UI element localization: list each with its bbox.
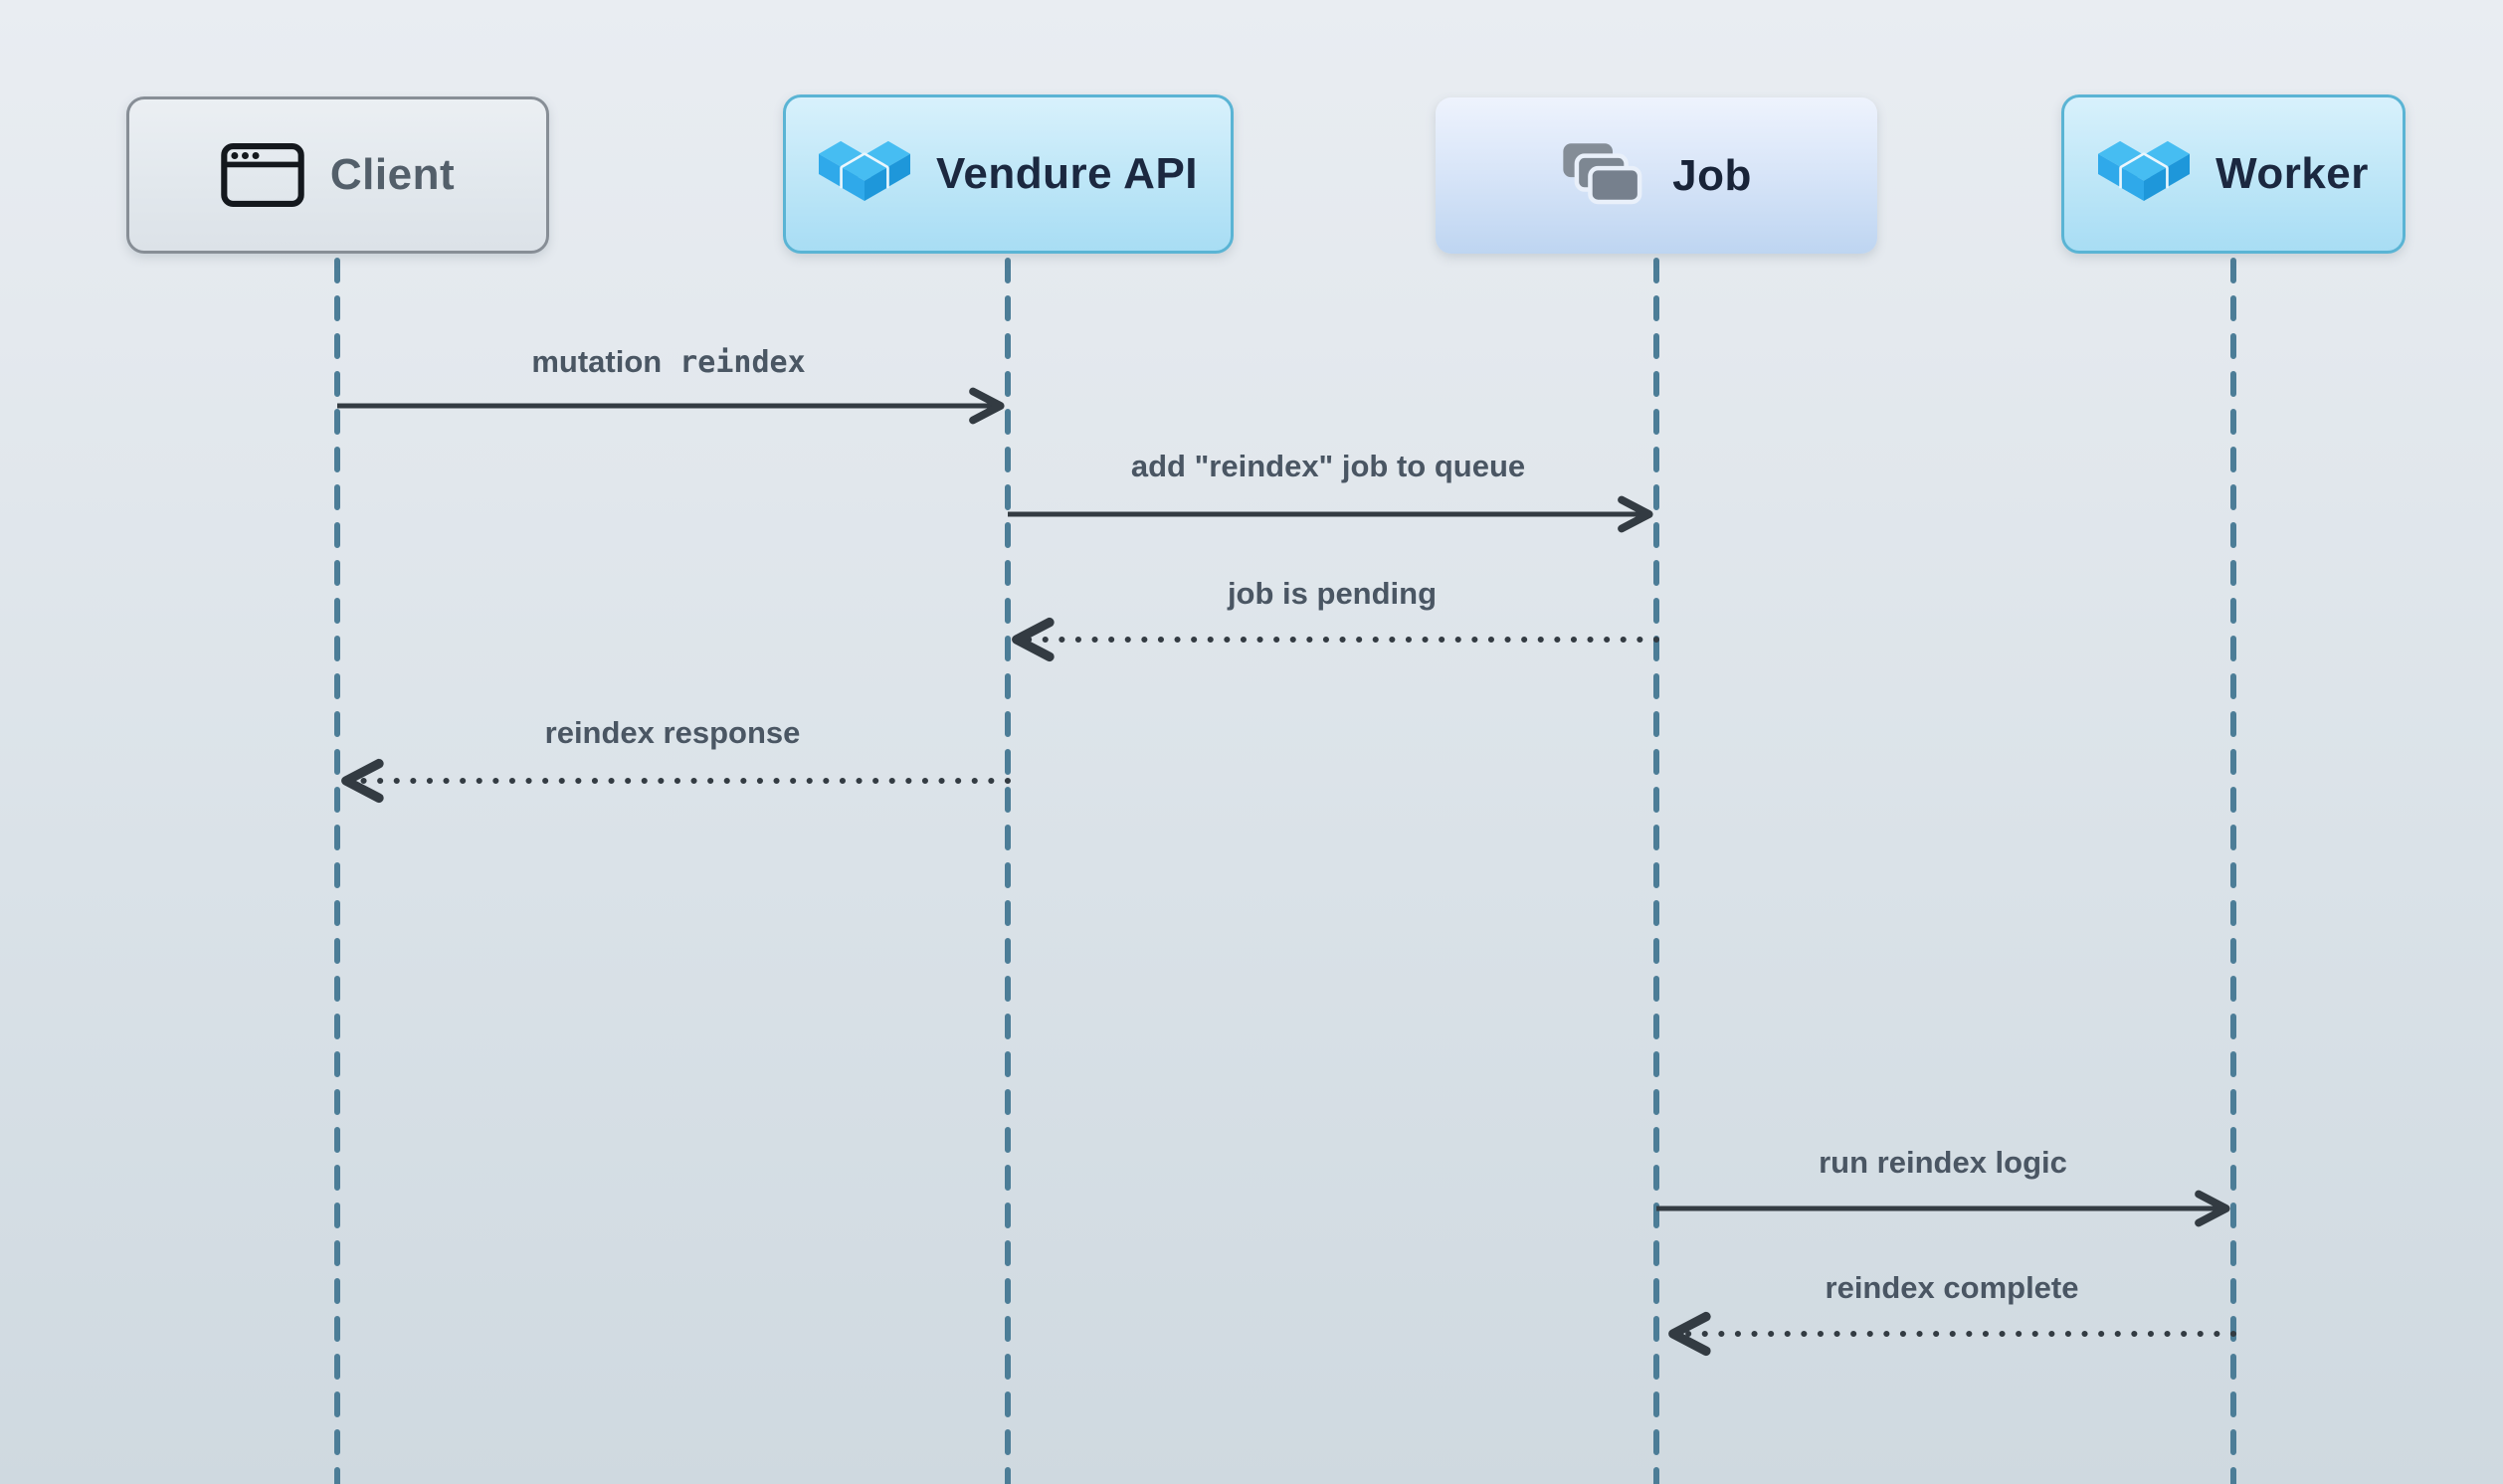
browser-window-icon xyxy=(221,143,304,207)
actor-worker-label: Worker xyxy=(2215,149,2369,198)
actor-vendure-api-label: Vendure API xyxy=(935,149,1199,198)
vendure-logo-icon xyxy=(818,140,910,201)
message-label-reindex-response: reindex response xyxy=(545,717,801,748)
actor-client: Client xyxy=(126,96,549,254)
message-label-text: reindex complete xyxy=(1825,1270,2079,1305)
message-label-text: run reindex logic xyxy=(1819,1145,2067,1180)
message-label-text: job is pending xyxy=(1227,576,1438,611)
stacked-cards-icon xyxy=(1563,142,1642,204)
vendure-logo-icon xyxy=(2098,140,2191,201)
actor-job-label: Job xyxy=(1672,150,1752,200)
message-label-reindex-complete: reindex complete xyxy=(1826,1272,2079,1303)
message-label-add-job-to-queue: add "reindex" job to queue xyxy=(1131,451,1525,481)
message-label-mutation-reindex: mutation reindex xyxy=(531,346,805,378)
message-label-text: mutation xyxy=(531,344,663,379)
message-label-text: reindex response xyxy=(544,715,801,750)
actor-vendure-api: Vendure API xyxy=(783,94,1234,254)
message-label-run-reindex-logic: run reindex logic xyxy=(1819,1147,2067,1178)
actor-client-label: Client xyxy=(329,150,456,199)
message-label-job-is-pending: job is pending xyxy=(1228,578,1437,609)
actor-worker: Worker xyxy=(2061,94,2406,254)
message-label-text: add "reindex" job to queue xyxy=(1130,449,1526,483)
actor-job: Job xyxy=(1436,97,1877,254)
message-label-code: reindex xyxy=(679,345,806,380)
